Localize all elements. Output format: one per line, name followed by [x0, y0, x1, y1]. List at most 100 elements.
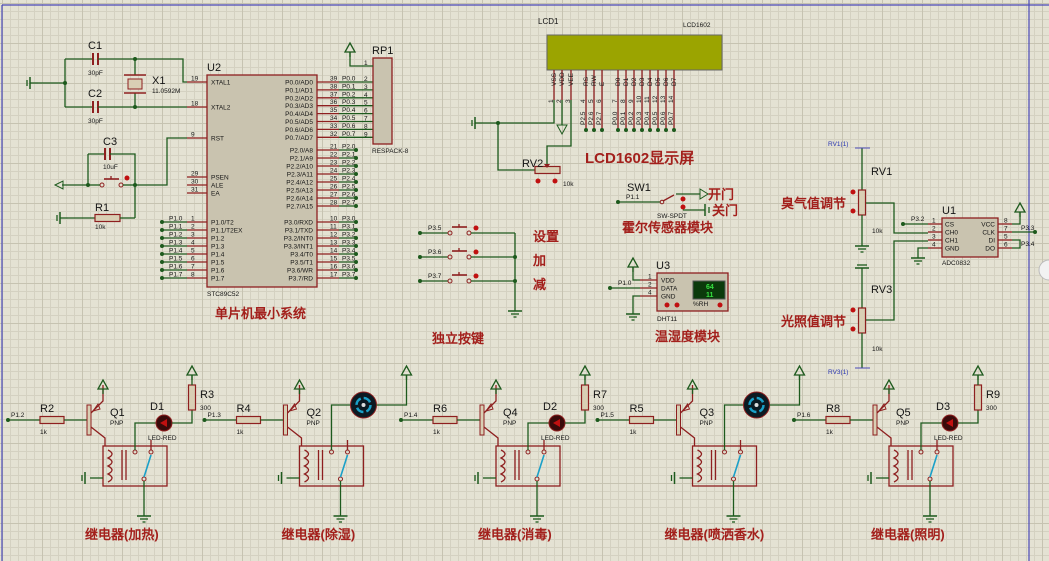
pnp-transistor[interactable] — [479, 404, 485, 436]
resistor[interactable] — [235, 415, 262, 425]
net-label: P2.3 — [342, 168, 356, 175]
pin-name: P0.1/AD1 — [285, 87, 313, 94]
mcu-section-title: 单片机最小系统 — [215, 306, 306, 321]
resistor[interactable] — [187, 384, 197, 411]
resistor[interactable] — [857, 189, 867, 216]
pin-number: 5 — [1004, 234, 1008, 241]
key-function-label: 加 — [532, 253, 546, 268]
wire — [376, 375, 408, 406]
pin-name: P2.3/A11 — [287, 172, 314, 179]
relay-contact — [534, 476, 540, 482]
pin-number: 11 — [330, 224, 337, 231]
relay-title: 继电器(除湿) — [282, 527, 356, 542]
net-label: P1.7 — [169, 272, 183, 279]
u3-ref: U3 — [656, 260, 670, 272]
power-terminal-icon — [400, 364, 413, 376]
pin-number: 36 — [330, 99, 338, 106]
resistor-ref: R7 — [593, 389, 607, 401]
resistor-value: 1k — [40, 429, 48, 436]
net-label: P1.2 — [169, 232, 183, 239]
net-label: P1.6 — [169, 264, 183, 271]
pnp-transistor[interactable] — [872, 404, 878, 436]
lcd-part: LCD1602 — [683, 22, 711, 29]
key-function-label: 减 — [533, 277, 546, 292]
relay[interactable] — [691, 445, 758, 487]
u1-part: ADC0832 — [942, 260, 971, 267]
humidity-readout: 64 — [706, 284, 714, 291]
pin-name: P1.5 — [211, 260, 225, 267]
net-terminal — [160, 244, 164, 248]
relay[interactable] — [298, 445, 365, 487]
dht-display — [692, 280, 726, 300]
pin-name: P0.4/AD4 — [285, 111, 313, 118]
c2-ref: C2 — [88, 88, 102, 100]
pin-terminal — [717, 302, 723, 308]
pnp-transistor[interactable] — [283, 404, 288, 436]
pin-name: P3.5/T1 — [290, 260, 313, 267]
adc0832-chip[interactable] — [941, 217, 999, 258]
lcd-pin-number: 3 — [565, 99, 572, 103]
resistor[interactable] — [94, 213, 121, 223]
net-label: P1.5 — [601, 412, 615, 419]
resistor-pack[interactable] — [372, 57, 393, 145]
relay[interactable] — [495, 445, 561, 487]
pin-name: P2.4/A12 — [286, 180, 313, 187]
net-label: P3.0 — [342, 216, 356, 223]
resistor[interactable] — [39, 415, 65, 425]
resistor-value: 300 — [593, 405, 604, 412]
pin-name: P0.0/AD0 — [285, 80, 313, 87]
resistor[interactable] — [628, 415, 655, 425]
lcd-display[interactable] — [546, 34, 723, 71]
resistor-value: 1k — [630, 429, 638, 436]
resistor[interactable] — [857, 307, 867, 334]
net-label: P2.5 — [342, 184, 356, 191]
c1-value: 30pF — [88, 70, 103, 77]
pin-number: 19 — [191, 76, 199, 83]
wire — [527, 422, 549, 450]
resistor[interactable] — [973, 384, 983, 411]
resistor[interactable] — [825, 415, 851, 425]
transistor-ref: Q1 — [110, 407, 125, 419]
net-label: P0.0 — [612, 111, 619, 125]
net-label: P1.2 — [11, 412, 25, 419]
pin-number: 2 — [932, 226, 936, 233]
pin-terminal — [473, 225, 479, 231]
rv2-value: 10k — [563, 181, 574, 188]
rv1-probe: RV1(1) — [828, 141, 848, 148]
resistor[interactable] — [580, 384, 590, 411]
scroll-handle[interactable] — [1038, 259, 1049, 281]
pin-name: CLK — [982, 230, 995, 237]
wire — [134, 422, 156, 450]
sw1-part: SW-SPDT — [657, 213, 687, 220]
c1-ref: C1 — [88, 40, 102, 52]
pin-number: 39 — [330, 76, 338, 83]
relay-contact — [934, 449, 940, 455]
net-terminal — [656, 128, 660, 132]
resistor-ref: R4 — [237, 403, 251, 415]
net-label: P0.4 — [644, 111, 651, 125]
net-terminal — [354, 196, 358, 200]
net-terminal — [616, 128, 620, 132]
pnp-transistor[interactable] — [86, 404, 92, 436]
mcu-chip[interactable] — [206, 74, 318, 288]
mcu-ref: U2 — [207, 62, 221, 74]
relay[interactable] — [888, 445, 954, 487]
pin-number: 30 — [191, 179, 199, 186]
relay[interactable] — [102, 445, 168, 487]
pnp-transistor[interactable] — [676, 404, 681, 436]
pin-number: 25 — [330, 176, 338, 183]
pin-number: 3 — [364, 84, 368, 91]
pin-number: 37 — [330, 91, 338, 98]
resistor[interactable] — [432, 415, 458, 425]
crystal-x1[interactable] — [127, 78, 143, 90]
pin-number: 1 — [648, 274, 652, 281]
pin-terminal — [674, 302, 680, 308]
net-label: P1.3 — [208, 412, 222, 419]
pin-number: 1 — [932, 218, 936, 225]
pin-number: 22 — [330, 152, 338, 159]
sw1-ref: SW1 — [627, 182, 651, 194]
transistor-collector — [483, 426, 499, 446]
net-label: P0.1 — [342, 83, 356, 90]
